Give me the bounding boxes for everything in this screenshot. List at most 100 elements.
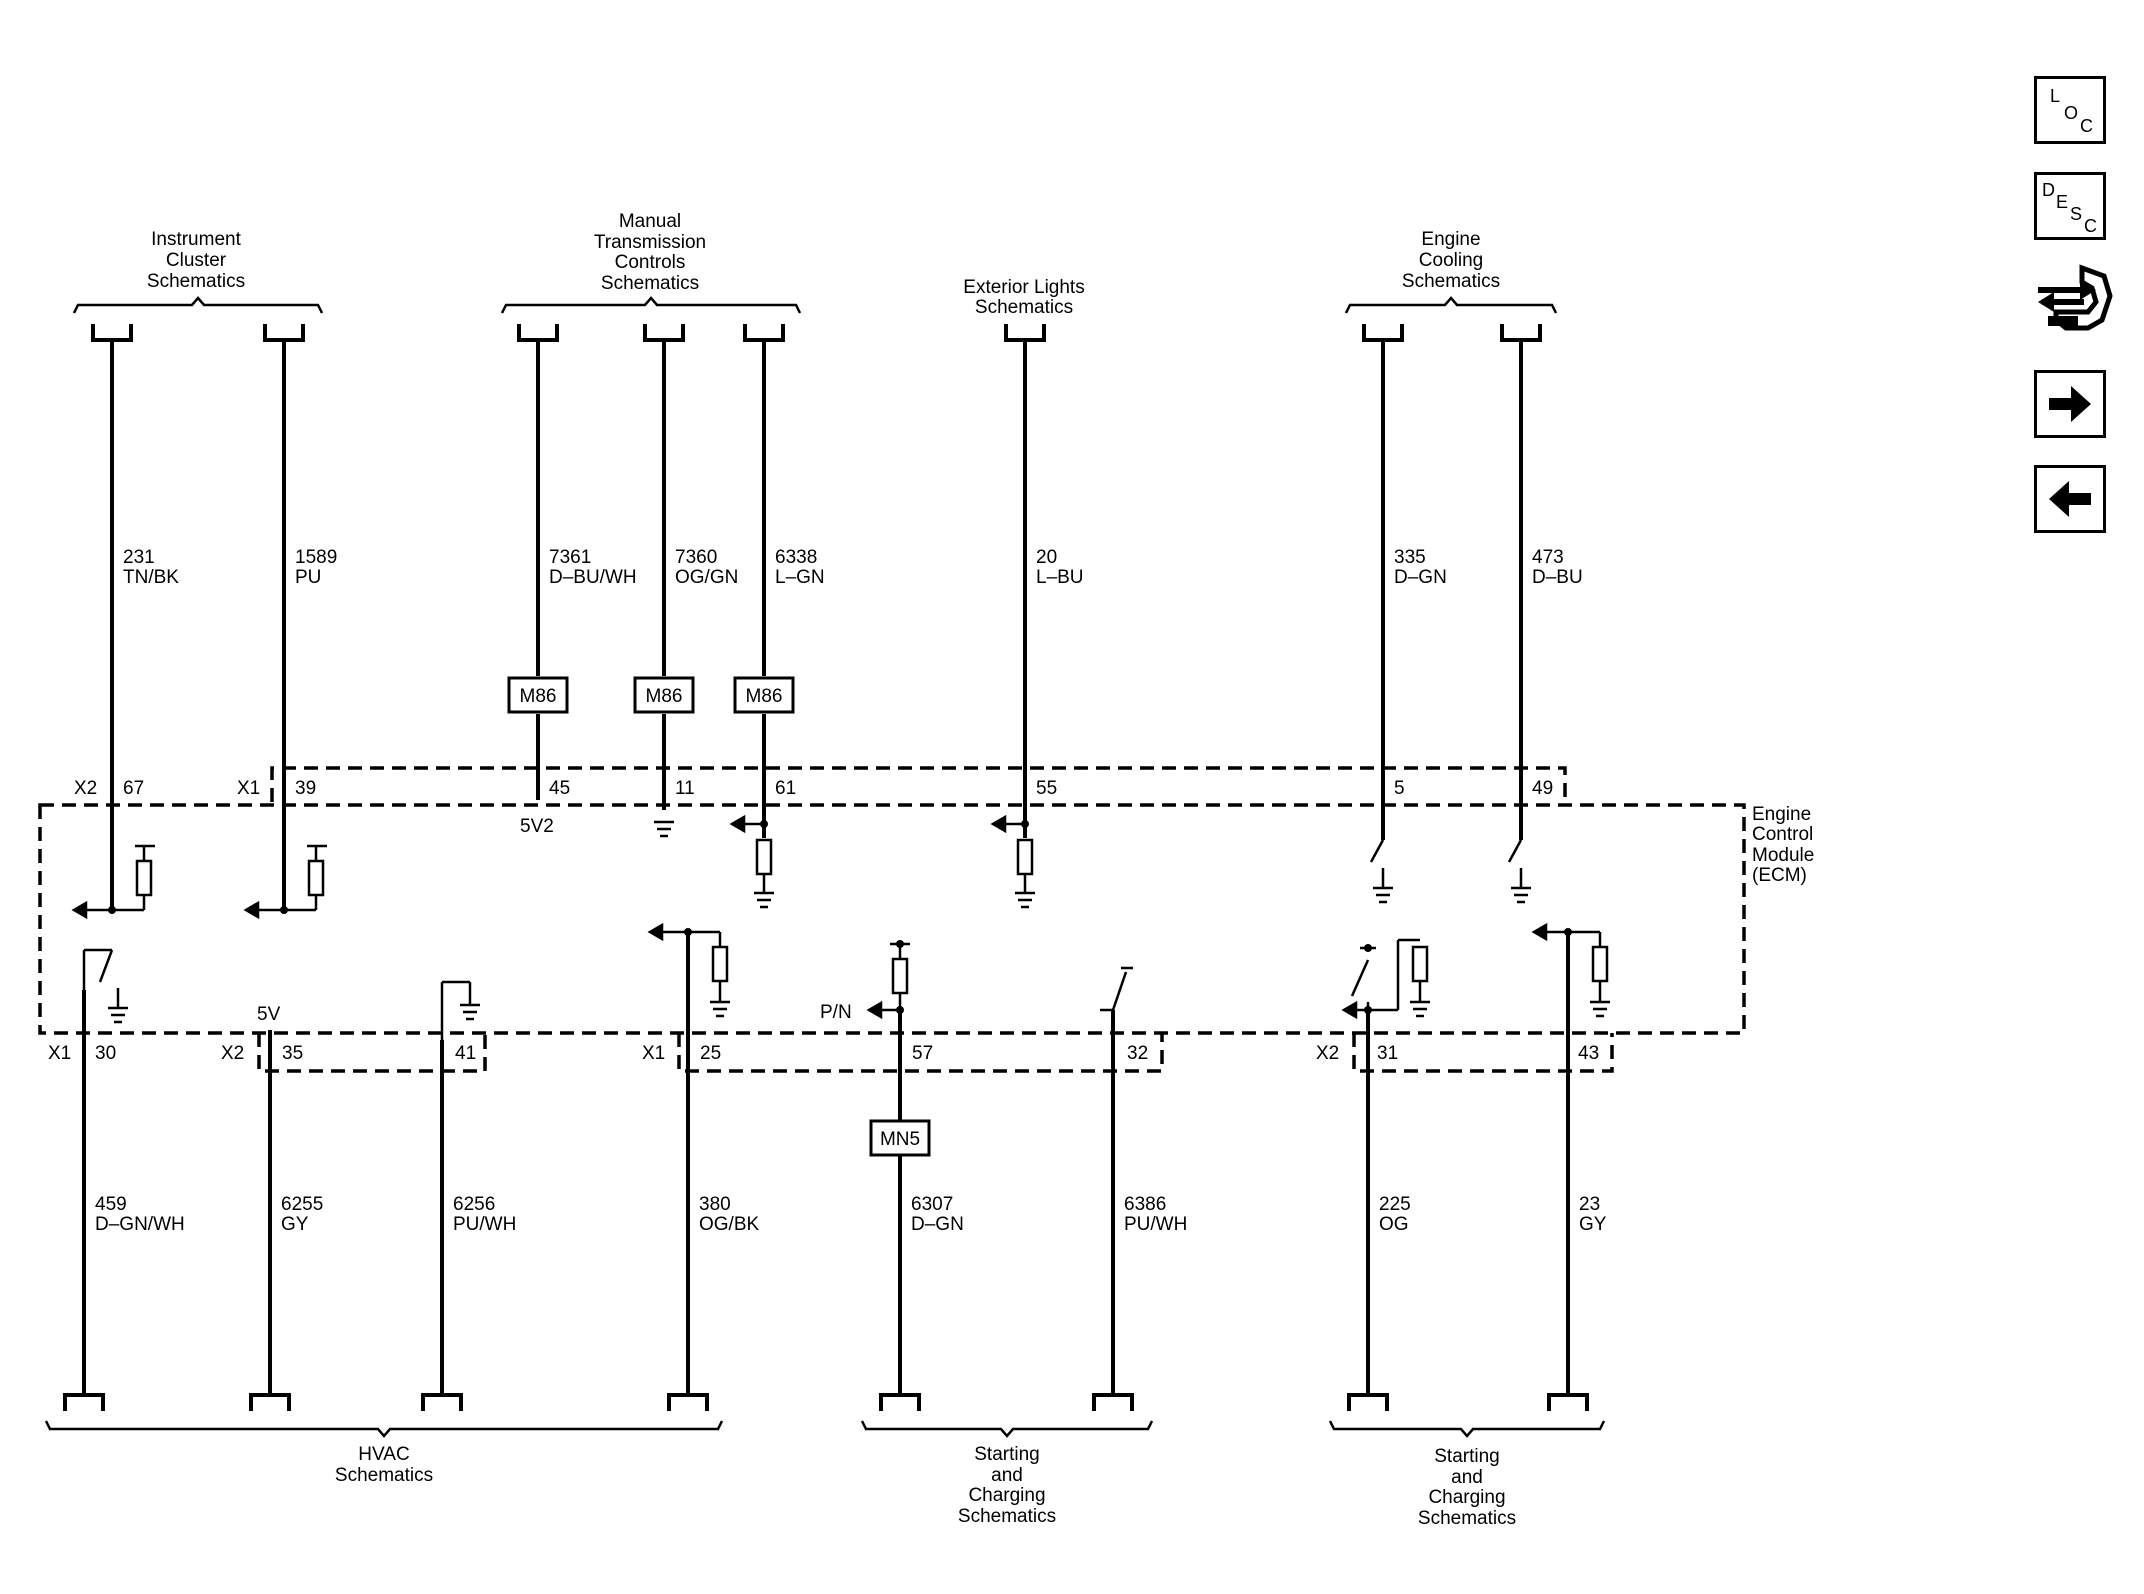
color-7360: OG/GN [675,567,738,588]
circuit-335: 335 [1394,547,1426,568]
pin-35: 35 [282,1043,303,1064]
pin-39: 39 [295,778,316,799]
circuit-6386: 6386 [1124,1194,1166,1215]
bottom-wire-labels: 459 D–GN/WH 6255 GY 6256 PU/WH 380 OG/BK… [95,1194,1607,1235]
svg-text:Engine: Engine [1752,804,1811,825]
top-braces [72,296,1558,314]
svg-text:Schematics: Schematics [1402,271,1500,292]
color-7361: D–BU/WH [549,567,637,588]
svg-text:Starting: Starting [974,1444,1039,1465]
description-button[interactable]: D E S C [2034,172,2106,240]
pin-32: 32 [1127,1043,1148,1064]
svg-text:Exterior Lights: Exterior Lights [963,277,1084,298]
circuit-6338: 6338 [775,547,817,568]
desc-letter-e: E [2056,192,2069,212]
next-arrow-icon [2049,398,2073,410]
color-1589: PU [295,567,321,588]
top-connectors [91,324,1542,342]
pin-49: 49 [1532,778,1553,799]
connector-end-view-icon[interactable] [2034,262,2114,342]
svg-text:Cluster: Cluster [166,250,227,271]
ecm-internal-labels: 5V2 5V P/N [257,816,852,1025]
svg-text:Charging: Charging [1428,1487,1505,1508]
circuit-23: 23 [1579,1194,1600,1215]
desc-letter-d: D [2042,180,2055,200]
splice-m86-2: M86 [646,686,683,707]
pin-57: 57 [912,1043,933,1064]
connector-x2-bottom-2: X2 [1316,1043,1339,1064]
pin-25: 25 [700,1043,721,1064]
pin-67: 67 [123,778,144,799]
group-label-starting-charging-2[interactable]: Starting and Charging Schematics [1418,1446,1516,1529]
color-380: OG/BK [699,1214,760,1235]
top-pin-labels: X2 67 X1 39 45 11 61 55 5 49 [74,778,1553,799]
group-label-instrument-cluster[interactable]: Instrument Cluster Schematics [147,229,245,292]
group-label-manual-transmission[interactable]: Manual Transmission Controls Schematics [594,211,706,294]
color-6255: GY [281,1214,309,1235]
label-5v: 5V [257,1004,281,1025]
svg-text:Manual: Manual [619,211,681,232]
junction-dots [108,820,1572,1014]
bottom-pin-labels: X1 30 X2 35 41 X1 25 57 32 X2 31 43 [48,1043,1599,1064]
connector-x1-bottom-2: X1 [642,1043,665,1064]
circuit-459: 459 [95,1194,127,1215]
svg-text:Schematics: Schematics [1418,1508,1516,1529]
pin-43: 43 [1578,1043,1599,1064]
bottom-connectors [63,1393,1589,1411]
bottom-connector-outlines [257,1033,1614,1073]
circuit-7361: 7361 [549,547,591,568]
location-button[interactable]: L O C [2034,76,2106,144]
group-label-starting-charging-1[interactable]: Starting and Charging Schematics [958,1444,1056,1527]
previous-page-button[interactable] [2034,465,2106,533]
pin-5: 5 [1394,778,1405,799]
svg-text:Control: Control [1752,824,1813,845]
circuit-6256: 6256 [453,1194,495,1215]
svg-text:Starting: Starting [1434,1446,1499,1467]
svg-text:(ECM): (ECM) [1752,865,1807,886]
svg-text:Schematics: Schematics [147,271,245,292]
next-page-button[interactable] [2034,370,2106,438]
splice-m86-3: M86 [746,686,783,707]
previous-arrow-icon [2067,493,2091,505]
svg-text:Controls: Controls [615,252,686,273]
splice-mn5: MN5 [869,1119,931,1157]
color-459: D–GN/WH [95,1214,185,1235]
circuit-231: 231 [123,547,155,568]
top-wire-labels: 231 TN/BK 1589 PU 7361 D–BU/WH 7360 OG/G… [123,547,1583,588]
pin-45: 45 [549,778,570,799]
pin-41: 41 [455,1043,476,1064]
color-6338: L–GN [775,567,825,588]
x1-top-connector-outline [270,766,1567,802]
desc-letter-s: S [2070,204,2083,224]
svg-text:Engine: Engine [1421,229,1480,250]
circuit-473: 473 [1532,547,1564,568]
circuit-380: 380 [699,1194,731,1215]
pin-30: 30 [95,1043,116,1064]
circuit-7360: 7360 [675,547,717,568]
circuit-6307: 6307 [911,1194,953,1215]
circuit-1589: 1589 [295,547,337,568]
ecm-module-outline [38,803,1746,1035]
splice-m86-1: M86 [520,686,557,707]
svg-text:and: and [991,1465,1023,1486]
svg-text:Schematics: Schematics [335,1465,433,1486]
color-335: D–GN [1394,567,1447,588]
color-231: TN/BK [123,567,179,588]
group-label-hvac[interactable]: HVAC Schematics [335,1444,433,1486]
color-6256: PU/WH [453,1214,516,1235]
svg-text:Charging: Charging [968,1485,1045,1506]
circuit-20: 20 [1036,547,1057,568]
color-225: OG [1379,1214,1409,1235]
loc-letter-o: O [2064,103,2079,123]
group-label-exterior-lights[interactable]: Exterior Lights Schematics [963,277,1084,318]
svg-text:Schematics: Schematics [601,273,699,294]
svg-text:Module: Module [1752,845,1814,866]
svg-text:Cooling: Cooling [1419,250,1483,271]
circuit-6255: 6255 [281,1194,323,1215]
bottom-wires [82,932,1570,1395]
group-label-engine-cooling[interactable]: Engine Cooling Schematics [1402,229,1500,292]
pin-55: 55 [1036,778,1057,799]
svg-text:Transmission: Transmission [594,232,706,253]
color-23: GY [1579,1214,1607,1235]
